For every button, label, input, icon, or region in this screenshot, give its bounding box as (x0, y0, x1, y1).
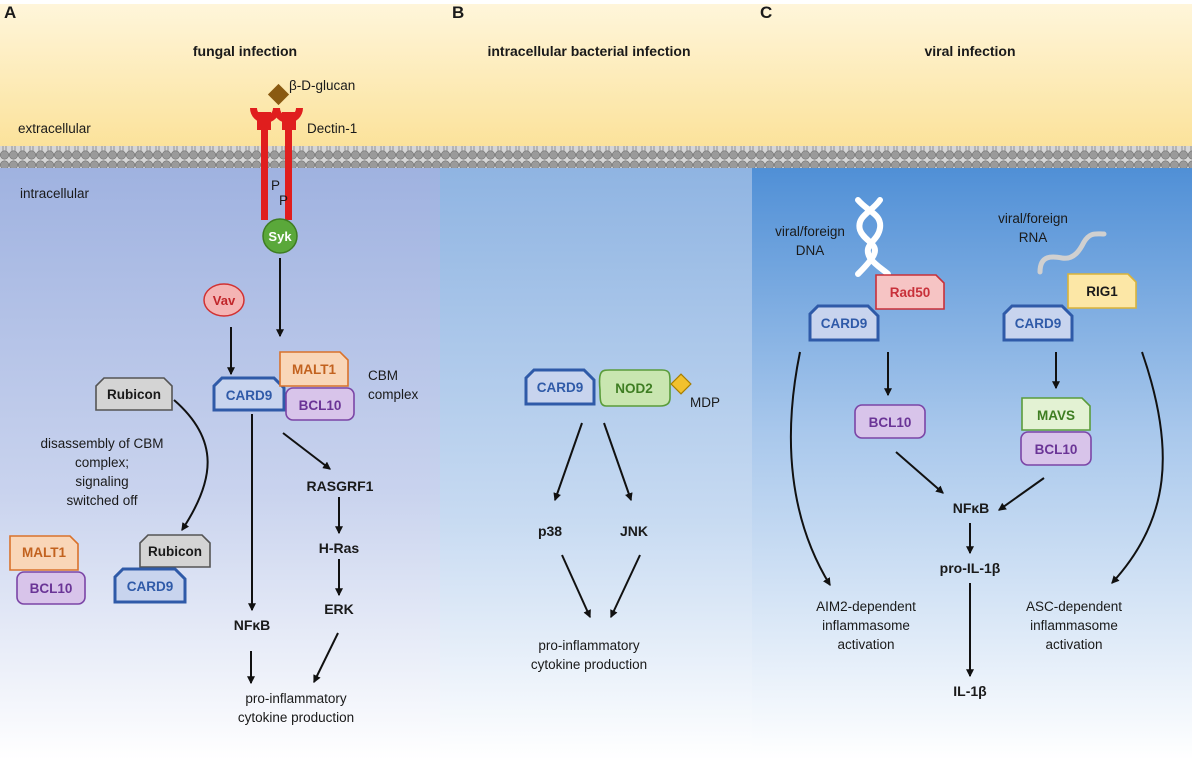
viral-rna-icon (1037, 231, 1107, 275)
output-a-line2: cytokine production (238, 710, 354, 725)
cbm-label-line2: complex (368, 387, 419, 402)
panel-b-letter: B (452, 3, 464, 22)
dna-label-line1: viral/foreign (775, 224, 845, 239)
svg-text:CARD9: CARD9 (1015, 316, 1062, 331)
svg-text:Rubicon: Rubicon (148, 544, 202, 559)
vav-node (203, 283, 245, 317)
svg-text:BCL10: BCL10 (299, 398, 342, 413)
svg-text:NOD2: NOD2 (615, 381, 653, 396)
mavs-box: MAVS (1021, 397, 1091, 431)
dectin-1-label: Dectin-1 (307, 121, 357, 136)
cell-membrane (0, 146, 1192, 168)
svg-text:Rad50: Rad50 (890, 285, 931, 300)
bcl10-box: BCL10 (285, 387, 355, 421)
svg-text:MALT1: MALT1 (292, 362, 336, 377)
nod2-box: NOD2 (598, 369, 671, 407)
viral-dna-icon (855, 197, 891, 277)
asc-line1: ASC-dependent (1026, 599, 1122, 614)
disassembly-line2: complex; (75, 455, 129, 470)
malt1-free-box: MALT1 (9, 535, 79, 571)
nfkb-label-a: NFκB (234, 617, 271, 633)
panel-c-cytoplasm (752, 166, 1192, 760)
syk-node (262, 218, 298, 254)
cbm-label-line1: CBM (368, 368, 398, 383)
rasgrf1-label: RASGRF1 (307, 478, 374, 494)
panel-c-arrows (789, 351, 1164, 678)
panel-a-title: fungal infection (193, 43, 297, 59)
phospho-label-2: P (279, 193, 288, 208)
mdp-label: MDP (690, 395, 720, 410)
card9-left-box: CARD9 (808, 304, 880, 342)
rig1-box: RIG1 (1067, 273, 1137, 309)
rna-label-line1: viral/foreign (998, 211, 1068, 226)
disassembly-line1: disassembly of CBM (40, 436, 163, 451)
svg-text:BCL10: BCL10 (1035, 442, 1078, 457)
p38-label: p38 (538, 523, 562, 539)
rubicon-bound-box: Rubicon (139, 534, 211, 568)
jnk-label: JNK (620, 523, 648, 539)
panel-a-letter: A (4, 3, 16, 22)
output-b-line1: pro-inflammatory (538, 638, 640, 653)
disassembly-line4: switched off (66, 493, 137, 508)
svg-text:RIG1: RIG1 (1086, 284, 1118, 299)
phospho-label-1: P (271, 178, 280, 193)
il1b-label: IL-1β (953, 683, 987, 699)
panel-a-arrows (173, 258, 343, 685)
svg-text:MAVS: MAVS (1037, 408, 1075, 423)
svg-text:CARD9: CARD9 (226, 388, 273, 403)
bcl10-left-box: BCL10 (854, 404, 926, 439)
disassembly-line3: signaling (75, 474, 128, 489)
svg-text:BCL10: BCL10 (869, 415, 912, 430)
syk-label: Syk (268, 229, 292, 244)
aim2-line1: AIM2-dependent (816, 599, 916, 614)
output-b-line2: cytokine production (531, 657, 647, 672)
svg-text:CARD9: CARD9 (537, 380, 584, 395)
dectin-1-receptor (250, 108, 303, 220)
output-a-line1: pro-inflammatory (245, 691, 347, 706)
svg-text:MALT1: MALT1 (22, 545, 66, 560)
hras-label: H-Ras (319, 540, 360, 556)
malt1-box: MALT1 (279, 351, 349, 387)
mdp-ligand (670, 373, 692, 395)
bcl10-right-box: BCL10 (1020, 431, 1092, 466)
nfkb-label-c: NFκB (953, 500, 990, 516)
asc-line3: activation (1045, 637, 1102, 652)
panel-b-title: intracellular bacterial infection (487, 43, 690, 59)
panel-c-letter: C (760, 3, 772, 22)
aim2-line3: activation (837, 637, 894, 652)
panel-c-title: viral infection (924, 43, 1015, 59)
extracellular-space (0, 0, 1192, 148)
card9-right-box: CARD9 (1002, 304, 1074, 342)
svg-text:Rubicon: Rubicon (107, 387, 161, 402)
card9-box-b: CARD9 (524, 368, 596, 406)
rad50-box: Rad50 (875, 274, 945, 310)
panel-a-cytoplasm (0, 166, 440, 760)
dna-label-line2: DNA (796, 243, 825, 258)
asc-line2: inflammasome (1030, 618, 1118, 633)
svg-text:BCL10: BCL10 (30, 581, 73, 596)
panel-b-arrows (553, 422, 641, 619)
card9-bound-box: CARD9 (113, 567, 187, 604)
erk-label: ERK (324, 601, 354, 617)
vav-label: Vav (213, 293, 236, 308)
aim2-line2: inflammasome (822, 618, 910, 633)
bcl10-free-box: BCL10 (16, 571, 86, 605)
svg-text:CARD9: CARD9 (821, 316, 868, 331)
svg-text:CARD9: CARD9 (127, 579, 174, 594)
extracellular-label: extracellular (18, 121, 91, 136)
card9-box: CARD9 (212, 376, 286, 412)
intracellular-label: intracellular (20, 186, 90, 201)
pro-il1b-label: pro-IL-1β (940, 560, 1001, 576)
beta-glucan-label: β-D-glucan (289, 78, 355, 93)
panel-b-cytoplasm (440, 166, 752, 760)
rna-label-line2: RNA (1019, 230, 1048, 245)
rubicon-box: Rubicon (95, 377, 173, 411)
